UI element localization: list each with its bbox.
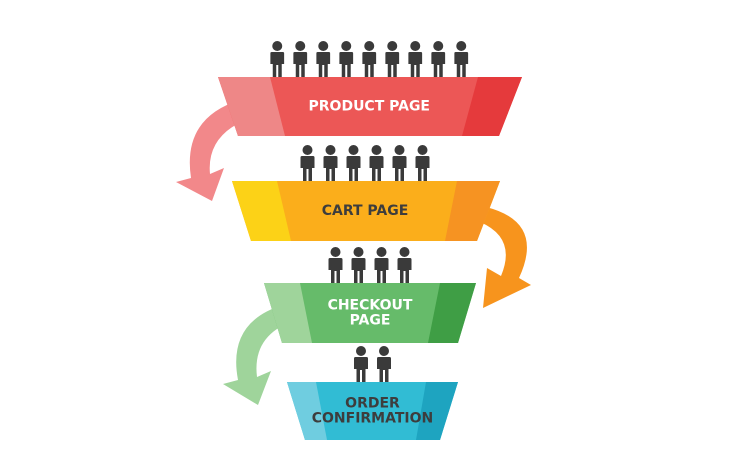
- arrows-layer: [176, 100, 531, 405]
- person-icon: [323, 145, 338, 181]
- stage-label: CART PAGE: [322, 203, 409, 219]
- person-icon: [408, 41, 423, 77]
- person-icon: [377, 346, 391, 382]
- stage-band-right-facet: [445, 181, 500, 241]
- person-icon: [415, 145, 430, 181]
- stage-band-left-facet: [287, 382, 327, 440]
- person-icon: [316, 41, 331, 77]
- person-icon: [328, 247, 343, 283]
- person-icon: [346, 145, 361, 181]
- stage-band: [287, 382, 458, 440]
- curved-arrow-icon: [176, 100, 256, 201]
- stage-band-left-facet: [264, 283, 312, 343]
- person-icon: [339, 41, 354, 77]
- curved-arrow-icon: [223, 305, 293, 405]
- stage-label: ORDER: [345, 396, 400, 412]
- stage-label: PRODUCT PAGE: [309, 99, 431, 115]
- stage-band-right-facet: [416, 382, 458, 440]
- stage-band-right-facet: [462, 77, 522, 136]
- person-icon: [362, 41, 377, 77]
- stage-band-left-facet: [218, 77, 285, 136]
- person-icon: [354, 346, 368, 382]
- person-icon: [300, 145, 315, 181]
- person-icon: [397, 247, 412, 283]
- stage-label: CHECKOUT: [328, 298, 413, 314]
- stage-band-right-facet: [428, 283, 476, 343]
- curved-arrow-icon: [480, 207, 531, 308]
- person-icon: [293, 41, 308, 77]
- person-icon: [369, 145, 384, 181]
- stage-product-page: PRODUCT PAGE: [218, 41, 522, 136]
- person-icon: [270, 41, 285, 77]
- person-icon: [392, 145, 407, 181]
- stage-label: PAGE: [350, 313, 391, 329]
- person-icon: [385, 41, 400, 77]
- stage-band-left-facet: [232, 181, 291, 241]
- stage-band: [218, 77, 522, 136]
- person-icon: [374, 247, 389, 283]
- stage-cart-page: CART PAGE: [232, 145, 500, 241]
- stage-label: CONFIRMATION: [312, 411, 434, 427]
- person-icon: [454, 41, 469, 77]
- person-icon: [351, 247, 366, 283]
- stage-band: [232, 181, 500, 241]
- stage-band: [264, 283, 476, 343]
- person-icon: [431, 41, 446, 77]
